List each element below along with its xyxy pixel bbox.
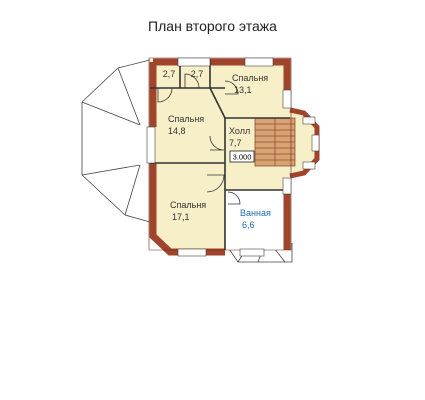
window-bottom-right: [239, 248, 265, 257]
level-mark-value: 3.000: [233, 153, 252, 162]
level-mark: 3.000: [229, 150, 255, 163]
doors: [157, 73, 241, 205]
floor-bay: [290, 110, 318, 176]
room-label-bedroom-3-area: 17,1: [172, 212, 190, 222]
room-label-bedroom-2-area: 14,8: [168, 126, 186, 136]
room-label-bedroom-2-name: Спальня: [168, 114, 204, 124]
roof-left: [81, 59, 151, 223]
room-label-bedroom-1-area: 13,1: [234, 85, 252, 95]
window-bay-3: [302, 161, 316, 170]
window-right: [282, 89, 292, 109]
window-bay-2: [311, 134, 320, 152]
room-label-bedroom-3-name: Спальня: [170, 200, 206, 210]
floors: [138, 60, 318, 255]
window-top-right: [244, 57, 274, 67]
room-label-hall-name: Холл: [229, 126, 250, 136]
window-bay-1: [302, 116, 316, 125]
room-label-closet-2-area: 2,7: [191, 69, 204, 79]
staircase: [254, 117, 296, 167]
room-label-bathroom-name: Ванная: [240, 208, 271, 218]
floor-bathroom: [225, 190, 290, 250]
window-right-lower: [282, 177, 292, 195]
windows: [146, 57, 320, 257]
room-label-hall-area: 7,7: [229, 138, 242, 148]
room-label-closet-1-area: 2,7: [163, 69, 176, 79]
room-labels: 2,7 2,7 Спальня 13,1 Спальня 14,8 Холл 7…: [163, 69, 271, 230]
window-bottom: [177, 248, 207, 257]
floor-main: [150, 60, 290, 255]
window-top: [177, 57, 211, 67]
plan-title: План второго этажа: [148, 18, 277, 34]
interior-walls: [150, 60, 290, 250]
room-label-bedroom-1-name: Спальня: [232, 73, 268, 83]
window-left: [146, 126, 156, 164]
room-label-bathroom-area: 6,6: [242, 220, 255, 230]
wall-outline: [148, 57, 292, 251]
